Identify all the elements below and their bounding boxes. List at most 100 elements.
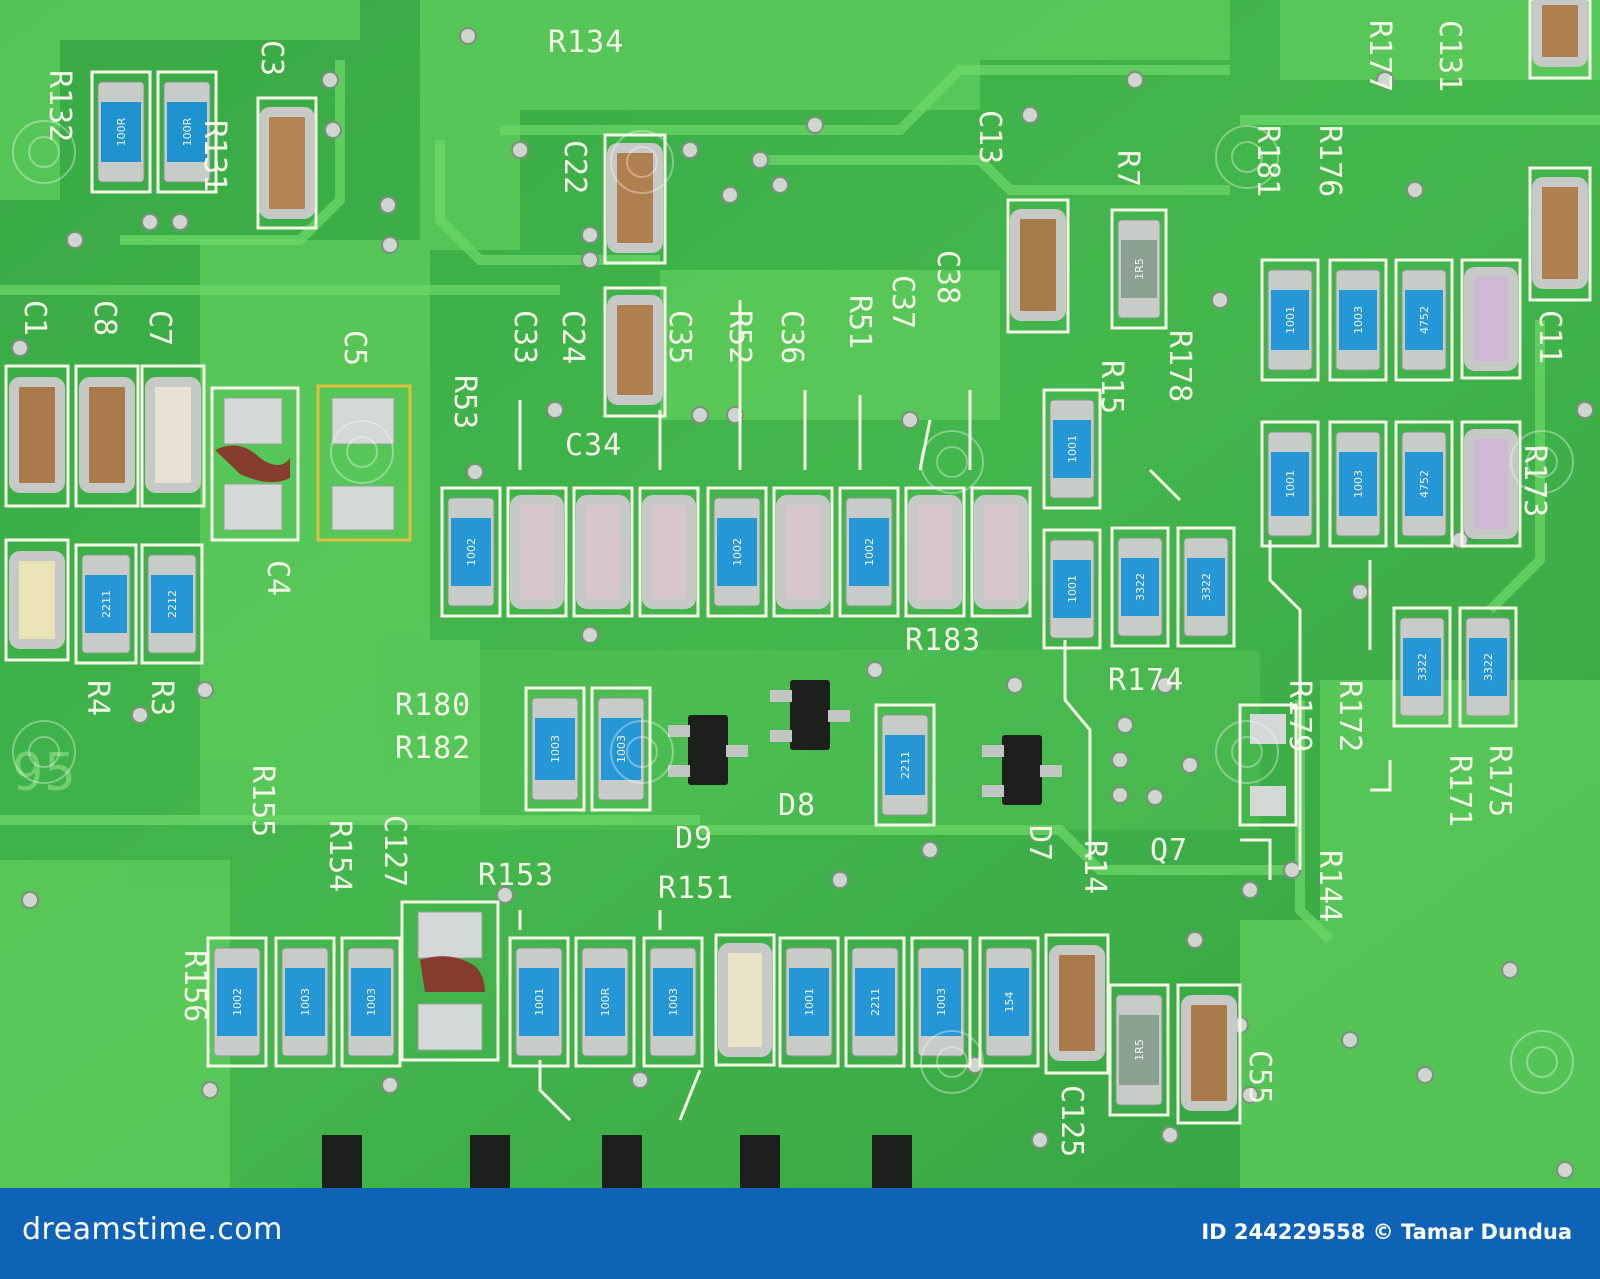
resistor-r173c: 4752 [1394, 420, 1454, 548]
resistor-r51: 1002 [838, 486, 900, 618]
label-c7: C7 [142, 310, 177, 346]
resistor-code: 4752 [1418, 470, 1431, 498]
label-r134: R134 [548, 25, 624, 60]
resistor-b9: 1003 [910, 936, 972, 1068]
label-r15: R15 [1094, 360, 1129, 414]
resistor-b5: 100R [574, 936, 636, 1068]
resistor-b1: 1002 [206, 936, 268, 1068]
resistor-b6: 1003 [642, 936, 704, 1068]
label-r14: R14 [1077, 840, 1112, 894]
label-r131: R131 [197, 120, 232, 192]
resistor-code: 3322 [1134, 573, 1147, 601]
capacitor-c131 [1528, 0, 1592, 80]
label-r171: R171 [1442, 755, 1477, 827]
resistor-code: 100R [181, 117, 194, 146]
label-r154: R154 [322, 820, 357, 892]
capacitor-c1 [4, 364, 70, 508]
capacitor-c13 [1006, 198, 1070, 334]
resistor-code: 2211 [100, 590, 113, 618]
label-r175: R175 [1482, 745, 1517, 817]
resistor-code: 100R [599, 987, 612, 1016]
resistor-code: 1001 [1066, 435, 1079, 463]
diode-d9 [668, 715, 748, 785]
label-r177: R177 [1362, 20, 1397, 92]
label-r182: R182 [395, 731, 471, 766]
label-c13: C13 [972, 110, 1007, 164]
resistor-r131: 100R [156, 70, 218, 194]
label-r4: R4 [80, 680, 115, 716]
resistor-code: 1003 [1352, 306, 1365, 334]
resistor-code: 2212 [166, 590, 179, 618]
label-c33: C33 [507, 310, 542, 364]
diode-d8 [770, 680, 850, 750]
label-r7: R7 [1110, 150, 1145, 188]
capacitor-c8 [74, 364, 140, 508]
watermark-spiral [1215, 720, 1279, 784]
resistor-code: 3322 [1482, 653, 1495, 681]
capacitor-c24 [603, 286, 667, 418]
resistor-code: 1001 [803, 988, 816, 1016]
label-r144: R144 [1312, 850, 1347, 922]
resistor-r178b: 3322 [1176, 526, 1236, 648]
resistor-code: 1003 [549, 735, 562, 763]
capacitor-c3 [256, 96, 318, 230]
label-d7: D7 [1022, 825, 1057, 861]
resistor-code: 1002 [465, 538, 478, 566]
resistor-code: 100R [115, 117, 128, 146]
label-r176: R176 [1312, 125, 1347, 197]
label-c127: C127 [377, 815, 412, 887]
resistor-code: 1003 [299, 988, 312, 1016]
watermark-spiral [12, 120, 76, 184]
label-c35: C35 [662, 310, 697, 364]
resistor-r53: 1002 [440, 486, 502, 618]
label-c55: C55 [1242, 1050, 1277, 1104]
label-c36: C36 [774, 310, 809, 364]
resistor-r181: 1001 [1260, 258, 1320, 382]
label-c125: C125 [1054, 1085, 1089, 1157]
label-r172: R172 [1332, 680, 1367, 752]
capacitor-c55 [1176, 983, 1242, 1125]
capacitor-r173-pink [1460, 258, 1522, 380]
resistor-code: 2211 [899, 751, 912, 779]
label-c11: C11 [1532, 310, 1567, 364]
vias [11, 27, 1594, 1179]
label-c38: C38 [930, 250, 965, 304]
capacitor-cream [714, 933, 776, 1067]
label-r153: R153 [478, 858, 554, 893]
resistor-code: 1002 [731, 538, 744, 566]
capacitor-c37 [904, 486, 966, 618]
watermark-spiral [12, 720, 76, 784]
watermark-spiral [920, 430, 984, 494]
resistor-b10: 154 [978, 936, 1040, 1068]
label-c5: C5 [337, 330, 372, 366]
photo-credit: ID 244229558 © Tamar Dundua [1201, 1220, 1572, 1244]
label-d8: D8 [778, 788, 816, 823]
watermark-spiral [610, 130, 674, 194]
circuit-board-photo: 100R 100R 1R5 1001 1003 4752 1001 1002 1002 1002 1… [0, 0, 1600, 1188]
resistor-code: 1003 [935, 988, 948, 1016]
capacitor-c34 [572, 486, 634, 618]
watermark-spiral [1510, 430, 1574, 494]
label-r180: R180 [395, 688, 471, 723]
dreamstime-logo[interactable]: dreamstime.com [22, 1212, 283, 1247]
resistor-code: 1001 [1284, 470, 1297, 498]
resistor-r183: 1001 [1042, 528, 1102, 650]
resistor-code: 3322 [1200, 573, 1213, 601]
pink-capacitors [506, 258, 1522, 1067]
resistor-code: 1R5 [1133, 1039, 1146, 1061]
resistor-r178a: 3322 [1110, 526, 1170, 648]
label-r174: R174 [1108, 663, 1184, 698]
capacitor-c125 [1044, 933, 1110, 1075]
label-r183: R183 [905, 623, 981, 658]
label-d9: D9 [675, 821, 713, 856]
resistor-b3: 1003 [340, 936, 402, 1068]
capacitor-c35 [638, 486, 700, 618]
resistor-b8: 2211 [844, 936, 906, 1068]
resistor-code: 1R5 [1133, 258, 1146, 280]
label-c24: C24 [555, 310, 590, 364]
watermark-spiral [330, 420, 394, 484]
watermark-spiral [920, 1030, 984, 1094]
resistor-r172: 3322 [1392, 606, 1452, 728]
label-r156: R156 [177, 950, 212, 1022]
label-c4: C4 [260, 560, 295, 596]
